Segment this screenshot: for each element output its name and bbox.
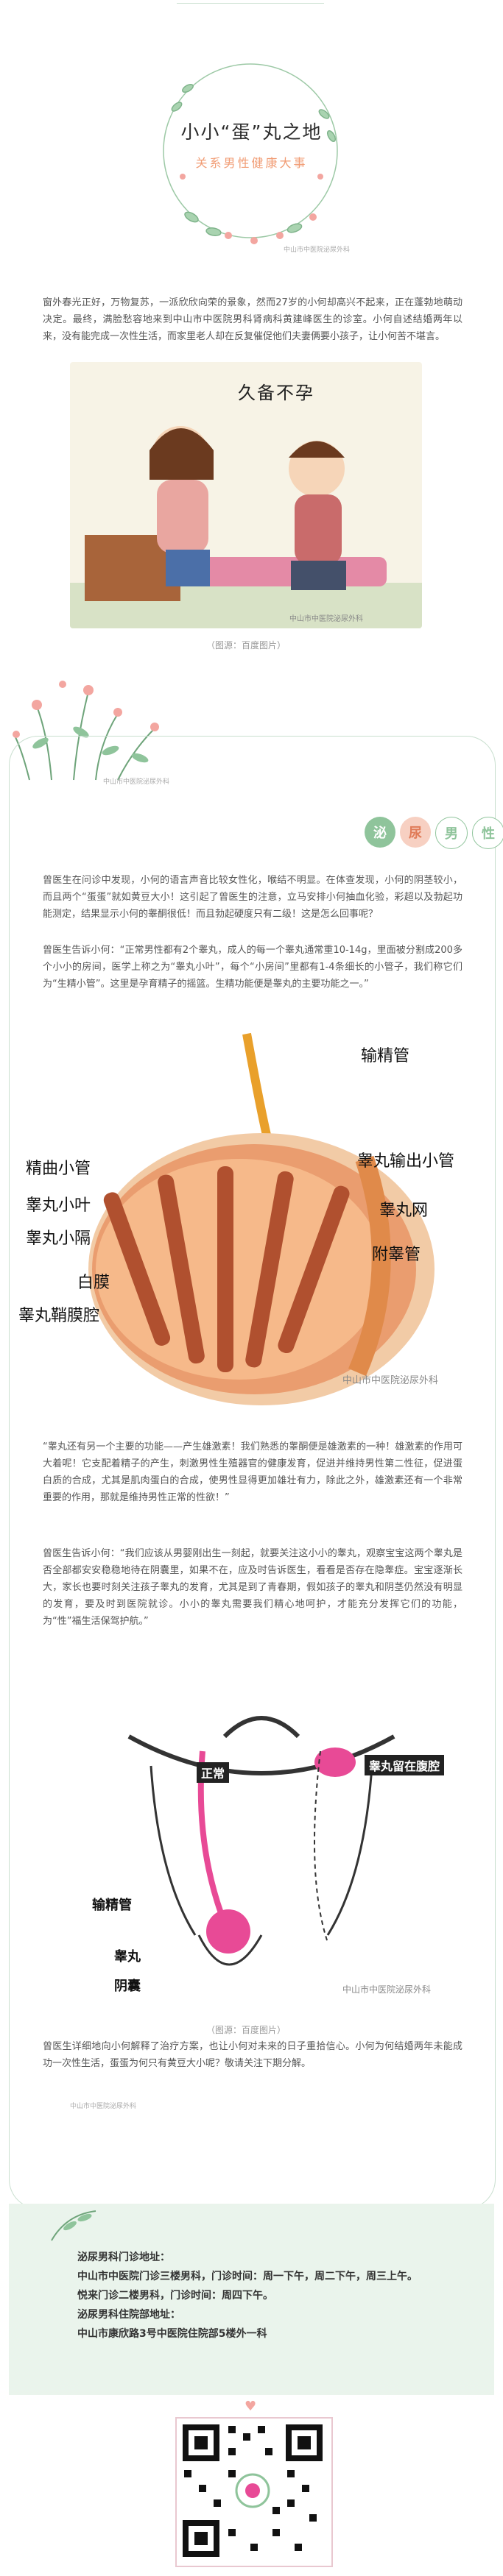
cryptorchidism-diagram: 正常 睾丸留在腹腔 输精管 睾丸 阴囊 中山市中医院泌尿外科 xyxy=(41,1692,482,2016)
category-tags: 泌 尿 男 性 xyxy=(365,817,503,849)
intro-photo-credit: （图源：百度图片） xyxy=(205,640,286,650)
label-tunica-vaginalis-cavity: 睾丸鞘膜腔 xyxy=(18,1307,100,1325)
label-efferent-ductules: 睾丸输出小管 xyxy=(357,1152,455,1171)
anatomy2-watermark: 中山市中医院泌尿外科 xyxy=(342,1984,432,1995)
conclusion-watermark: 中山市中医院泌尿外科 xyxy=(70,2103,137,2110)
label-testis-lobule: 睾丸小叶 xyxy=(26,1196,91,1215)
label-normal: 正常 xyxy=(197,1762,230,1783)
intro-image-watermark: 中山市中医院泌尿外科 xyxy=(289,615,363,623)
tag-4: 性 xyxy=(472,817,503,849)
tag-1: 泌 xyxy=(365,817,395,848)
header-watermark: 中山市中医院泌尿外科 xyxy=(284,246,351,254)
label-rete-testis: 睾丸网 xyxy=(379,1202,429,1220)
clinic-line-1: 泌尿男科门诊地址： xyxy=(77,2252,170,2263)
anatomy1-watermark: 中山市中医院泌尿外科 xyxy=(342,1375,439,1386)
qr-code[interactable] xyxy=(175,2417,333,2567)
intro-illustration: 久备不孕 中山市中医院泌尿外科 xyxy=(70,362,422,628)
clinic-line-2: 中山市中医院门诊三楼男科，门诊时间：周一下午，周二下午，周三上午。 xyxy=(77,2271,418,2282)
footer-leaf-graphic xyxy=(51,2210,96,2241)
bouquet-watermark: 中山市中医院泌尿外科 xyxy=(103,778,170,786)
clinic-line-5: 中山市康欣路3号中医院住院部5楼外一科 xyxy=(77,2328,267,2340)
clinic-info-box xyxy=(9,2204,494,2395)
intro-image-caption: 久备不孕 xyxy=(238,383,314,403)
section3-paragraph2: 曾医生告诉小何：“我们应该从男婴刚出生一刻起，就要关注这小小的睾丸，观察宝宝这两… xyxy=(43,1548,462,1627)
conclusion-paragraph: 曾医生详细地向小何解释了治疗方案，也让小何对未来的日子重拾信心。小何为何结婚两年… xyxy=(43,2041,462,2069)
label-vas-deferens-2: 输精管 xyxy=(92,1898,132,1913)
clinic-line-3: 悦来门诊二楼男科，门诊时间：周四下午。 xyxy=(77,2290,273,2302)
clinic-info-text: 泌尿男科门诊地址： 中山市中医院门诊三楼男科，门诊时间：周一下午，周二下午，周三… xyxy=(77,2248,475,2343)
section2-paragraph2: 曾医生告诉小何：“正常男性都有2个睾丸，成人的每一个睾丸通常重10-14g，里面… xyxy=(43,945,462,990)
label-vas-deferens: 输精管 xyxy=(361,1047,410,1065)
heart-icon: ♥ xyxy=(245,2399,257,2414)
anatomy2-photo-credit: （图源：百度图片） xyxy=(205,2025,286,2035)
testis-anatomy-diagram: 输精管 精曲小管 睾丸输出小管 睾丸小叶 睾丸网 睾丸小隔 附睾管 白膜 睾丸鞘… xyxy=(18,1026,482,1424)
section3-paragraph1: “睾丸还有另一个主要的功能——产生雄激素！我们熟悉的睾酮便是雄激素的一种！雄激素… xyxy=(43,1441,462,1503)
label-tunica-albuginea: 白膜 xyxy=(77,1274,110,1292)
label-septum: 睾丸小隔 xyxy=(26,1230,91,1248)
page-title: 小小“蛋”丸之地 xyxy=(180,121,323,143)
label-undescended-testis: 睾丸留在腹腔 xyxy=(365,1755,445,1775)
clinic-line-4: 泌尿男科住院部地址： xyxy=(77,2309,180,2321)
label-seminiferous-tubule: 精曲小管 xyxy=(26,1160,91,1178)
section2-paragraph1: 曾医生在问诊中发现，小何的语言声音比较女性化，喉结不明显。在体查发现，小何的阴茎… xyxy=(43,875,462,920)
top-divider xyxy=(177,3,324,4)
label-scrotum: 阴囊 xyxy=(114,1979,141,1994)
tag-3: 男 xyxy=(435,817,468,849)
label-testis: 睾丸 xyxy=(114,1949,141,1965)
intro-paragraph: 窗外春光正好，万物复苏，一派欣欣向荣的景象，然而27岁的小何却高兴不起来，正在蓬… xyxy=(43,297,462,342)
page-subtitle: 关系男性健康大事 xyxy=(195,156,308,170)
label-epididymis-duct: 附睾管 xyxy=(372,1246,421,1264)
flower-wreath-graphic xyxy=(163,63,338,244)
tag-2: 尿 xyxy=(400,817,431,848)
